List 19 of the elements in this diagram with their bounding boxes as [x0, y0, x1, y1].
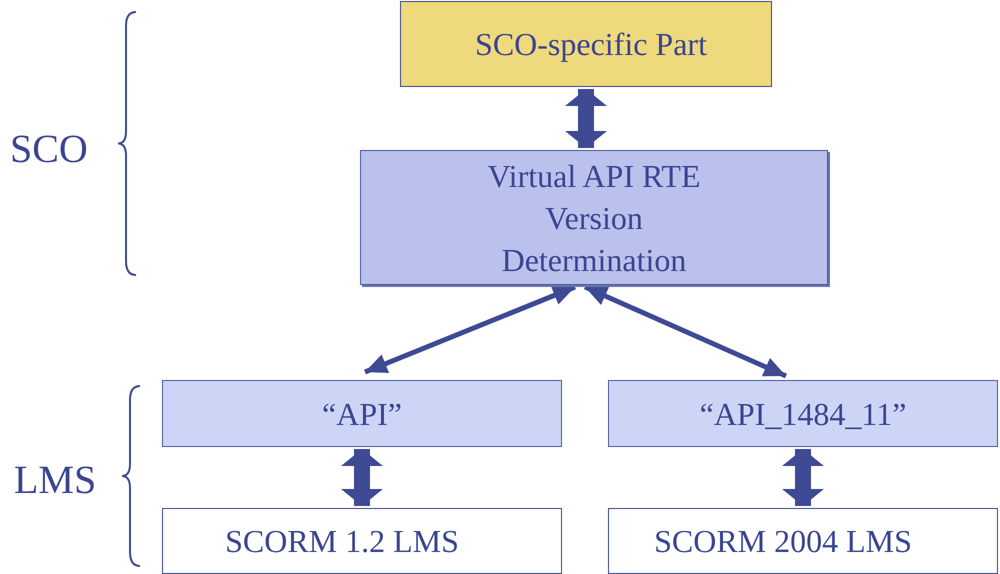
process-box [608, 508, 998, 574]
group-label: SCO [10, 125, 88, 172]
box-label: Virtual API RTE Version Determination [486, 156, 702, 280]
process-box [162, 508, 562, 574]
box-label: “API” [322, 394, 402, 434]
double-arrow [782, 449, 824, 506]
double-arrow [565, 89, 607, 148]
process-box [400, 1, 772, 87]
group-label: LMS [14, 456, 96, 503]
process-box [608, 380, 998, 447]
process-box [360, 150, 828, 285]
arrow [584, 284, 788, 378]
process-box [162, 380, 562, 447]
box-label: SCORM 2004 LMS [654, 522, 912, 561]
arrow [364, 284, 576, 374]
box-label: SCORM 1.2 LMS [225, 522, 459, 561]
double-arrow [341, 449, 383, 506]
box-label: SCO-specific Part [475, 25, 707, 64]
box-label: “API_1484_11” [700, 394, 906, 434]
